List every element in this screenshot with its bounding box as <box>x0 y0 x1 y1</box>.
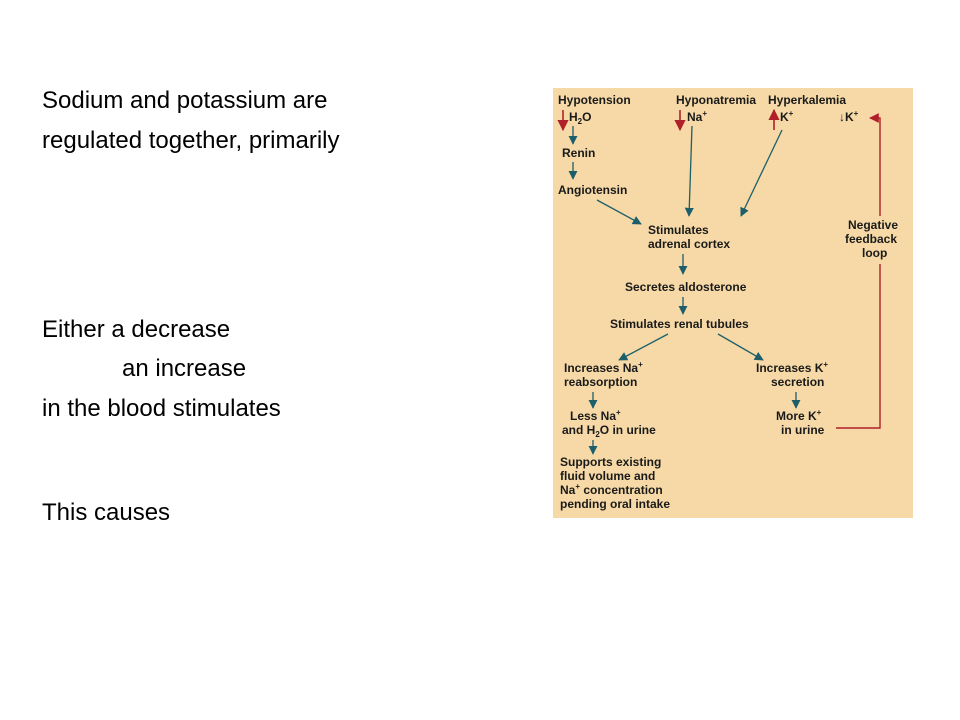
label-reabsorption: reabsorption <box>564 375 637 389</box>
label-na-top: Na+ <box>687 109 707 124</box>
text-line-6: This causes <box>42 499 171 526</box>
label-supports-3: Na+ concentration <box>560 482 663 497</box>
label-h2o-top: H2O <box>569 110 591 126</box>
label-loop: loop <box>862 246 887 260</box>
label-supports-1: Supports existing <box>560 455 661 469</box>
label-stimulates: Stimulates <box>648 223 709 237</box>
label-hyponatremia: Hyponatremia <box>676 93 756 107</box>
label-in-urine: in urine <box>781 423 825 437</box>
label-secretes-aldosterone: Secretes aldosterone <box>625 280 747 294</box>
feedback-loop-line <box>836 113 881 429</box>
text-line-5: in the blood stimulates <box>42 395 281 422</box>
label-negative: Negative <box>848 218 898 232</box>
arrow-angiotensin-adrenal <box>596 199 642 225</box>
label-hyperkalemia: Hyperkalemia <box>768 93 846 107</box>
label-adrenal-cortex: adrenal cortex <box>648 237 730 251</box>
arrow-tubules-k <box>717 333 764 361</box>
label-and-h2o-urine: and H2O in urine <box>562 423 656 439</box>
label-k-top: K+ <box>780 109 794 124</box>
label-increases-k: Increases K+ <box>756 360 828 375</box>
text-line-2: regulated together, primarily <box>42 127 340 154</box>
label-renin: Renin <box>562 146 595 160</box>
diagram-background <box>553 88 913 518</box>
aldosterone-flow-diagram: Hypotension Hyponatremia Hyperkalemia H2… <box>553 88 913 518</box>
label-more-k: More K+ <box>776 408 822 423</box>
arrow-k-adrenal <box>740 129 783 217</box>
arrow-na-adrenal <box>684 125 694 217</box>
label-feedback: feedback <box>845 232 897 246</box>
text-line-4: an increase <box>122 355 247 382</box>
label-less-na: Less Na+ <box>570 408 621 423</box>
label-hypotension: Hypotension <box>558 93 631 107</box>
label-supports-4: pending oral intake <box>560 497 670 511</box>
text-line-3: Either a decrease <box>42 316 231 343</box>
text-line-1: Sodium and potassium are <box>42 87 328 114</box>
label-k-right: ↓K+ <box>839 109 859 124</box>
label-stimulates-renal-tubules: Stimulates renal tubules <box>610 317 749 331</box>
label-angiotensin: Angiotensin <box>558 183 627 197</box>
feedback-label-bg <box>841 216 903 264</box>
arrow-tubules-na <box>618 333 669 361</box>
label-supports-2: fluid volume and <box>560 469 655 483</box>
label-secretion: secretion <box>771 375 824 389</box>
label-increases-na: Increases Na+ <box>564 360 643 375</box>
